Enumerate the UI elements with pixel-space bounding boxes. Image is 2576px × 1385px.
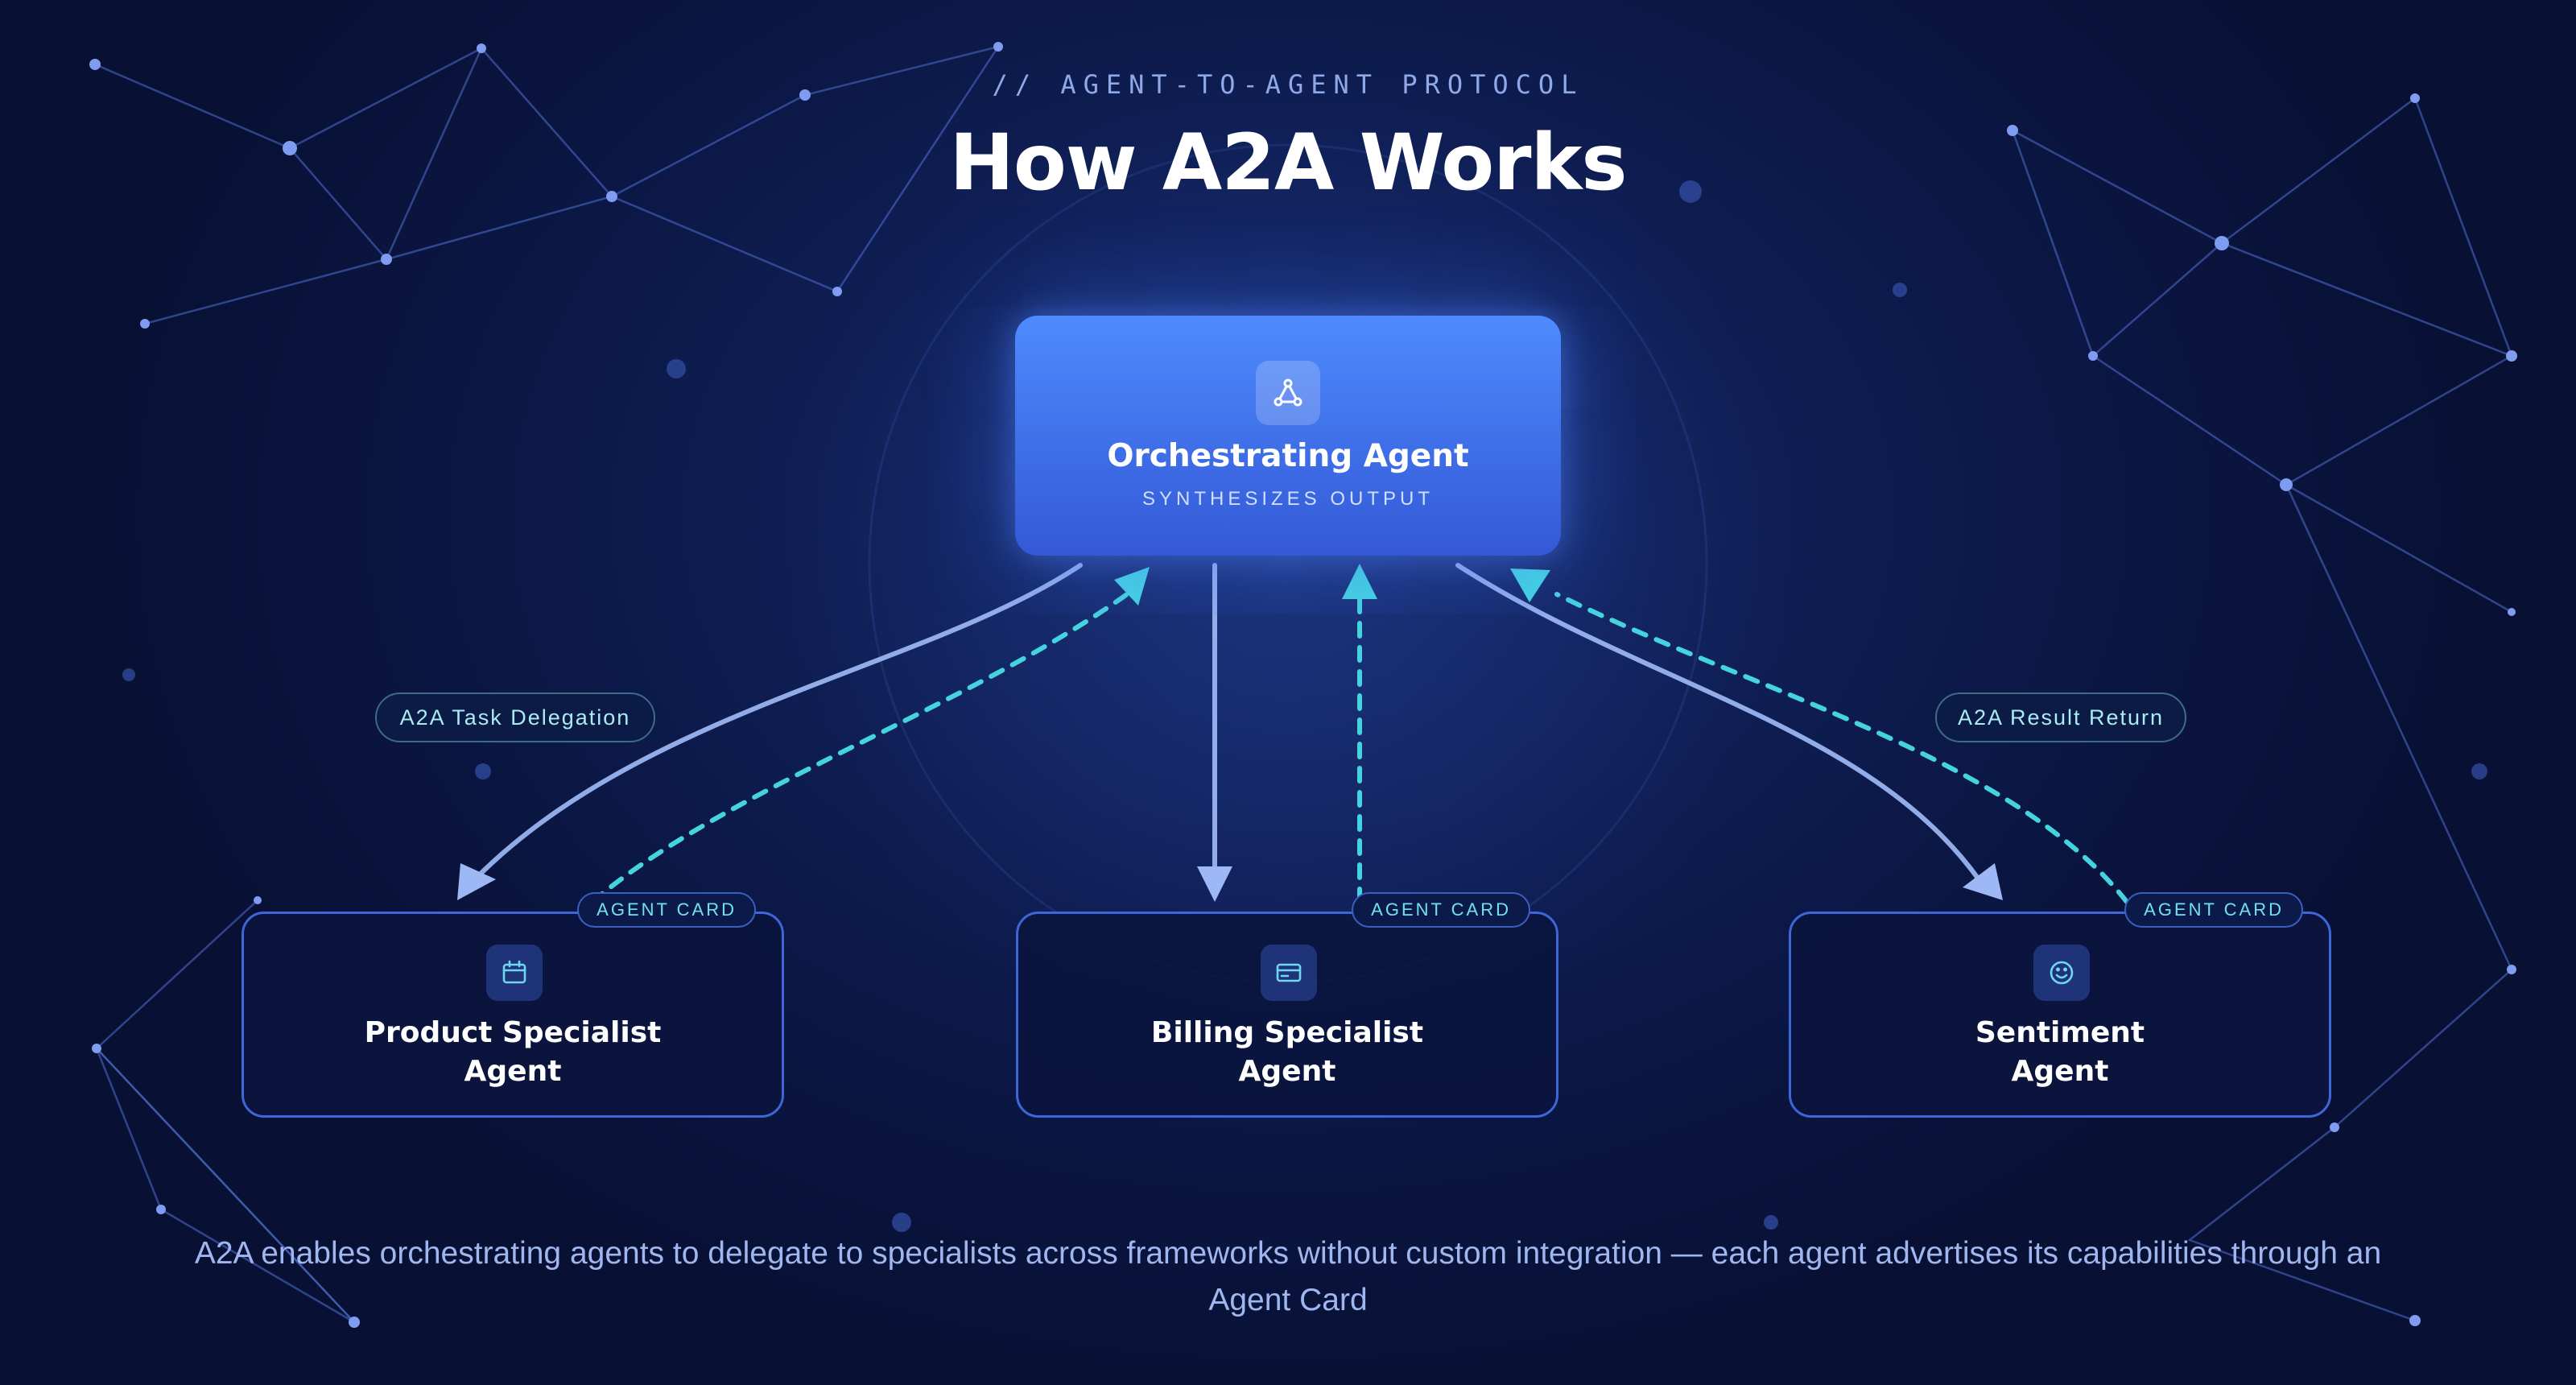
agent-card-badge: AGENT CARD <box>577 892 756 928</box>
return-arrow-product <box>590 592 1129 904</box>
caption-text: A2A enables orchestrating agents to dele… <box>194 1236 2382 1317</box>
smiley-icon <box>2033 945 2090 1001</box>
agent-card-badge: AGENT CARD <box>1352 892 1530 928</box>
billing-specialist-agent-node[interactable]: AGENT CARD Billing Specialist Agent <box>1016 892 1558 1118</box>
delegation-arrow-product <box>473 563 1083 882</box>
orchestrator-name: Orchestrating Agent <box>1107 438 1469 474</box>
eyebrow-label: // AGENT-TO-AGENT PROTOCOL <box>992 69 1584 100</box>
calendar-icon <box>486 945 543 1001</box>
return-arrowhead-billing <box>1342 564 1377 599</box>
product-specialist-agent-node[interactable]: AGENT CARD Product Specialist Agent <box>242 892 784 1118</box>
return-arrow-sentiment <box>1554 592 2129 904</box>
agent-name: Billing Specialist Agent <box>1150 1016 1424 1088</box>
arrowhead-sentiment <box>1963 863 2003 900</box>
agent-name: Sentiment Agent <box>1975 1016 2145 1088</box>
sentiment-agent-node[interactable]: AGENT CARD Sentiment Agent <box>1789 892 2331 1118</box>
orchestrator-subtitle: SYNTHESIZES OUTPUT <box>1141 488 1435 510</box>
credit-card-icon <box>1261 945 1317 1001</box>
result-label: A2A Result Return <box>1935 692 2186 742</box>
page-title: How A2A Works <box>949 118 1628 208</box>
orchestrating-agent-node[interactable]: Orchestrating Agent SYNTHESIZES OUTPUT <box>1015 316 1561 556</box>
network-nodes-icon <box>1256 361 1320 425</box>
delegation-label: A2A Task Delegation <box>375 692 655 742</box>
arrowhead-product <box>457 863 496 900</box>
return-arrowhead-product <box>1114 567 1150 606</box>
agent-name: Product Specialist Agent <box>364 1016 662 1088</box>
agent-card-badge: AGENT CARD <box>2124 892 2303 928</box>
delegation-arrow-sentiment <box>1455 563 1981 882</box>
arrowhead-billing <box>1197 866 1232 902</box>
return-arrowhead-sentiment <box>1510 568 1550 602</box>
